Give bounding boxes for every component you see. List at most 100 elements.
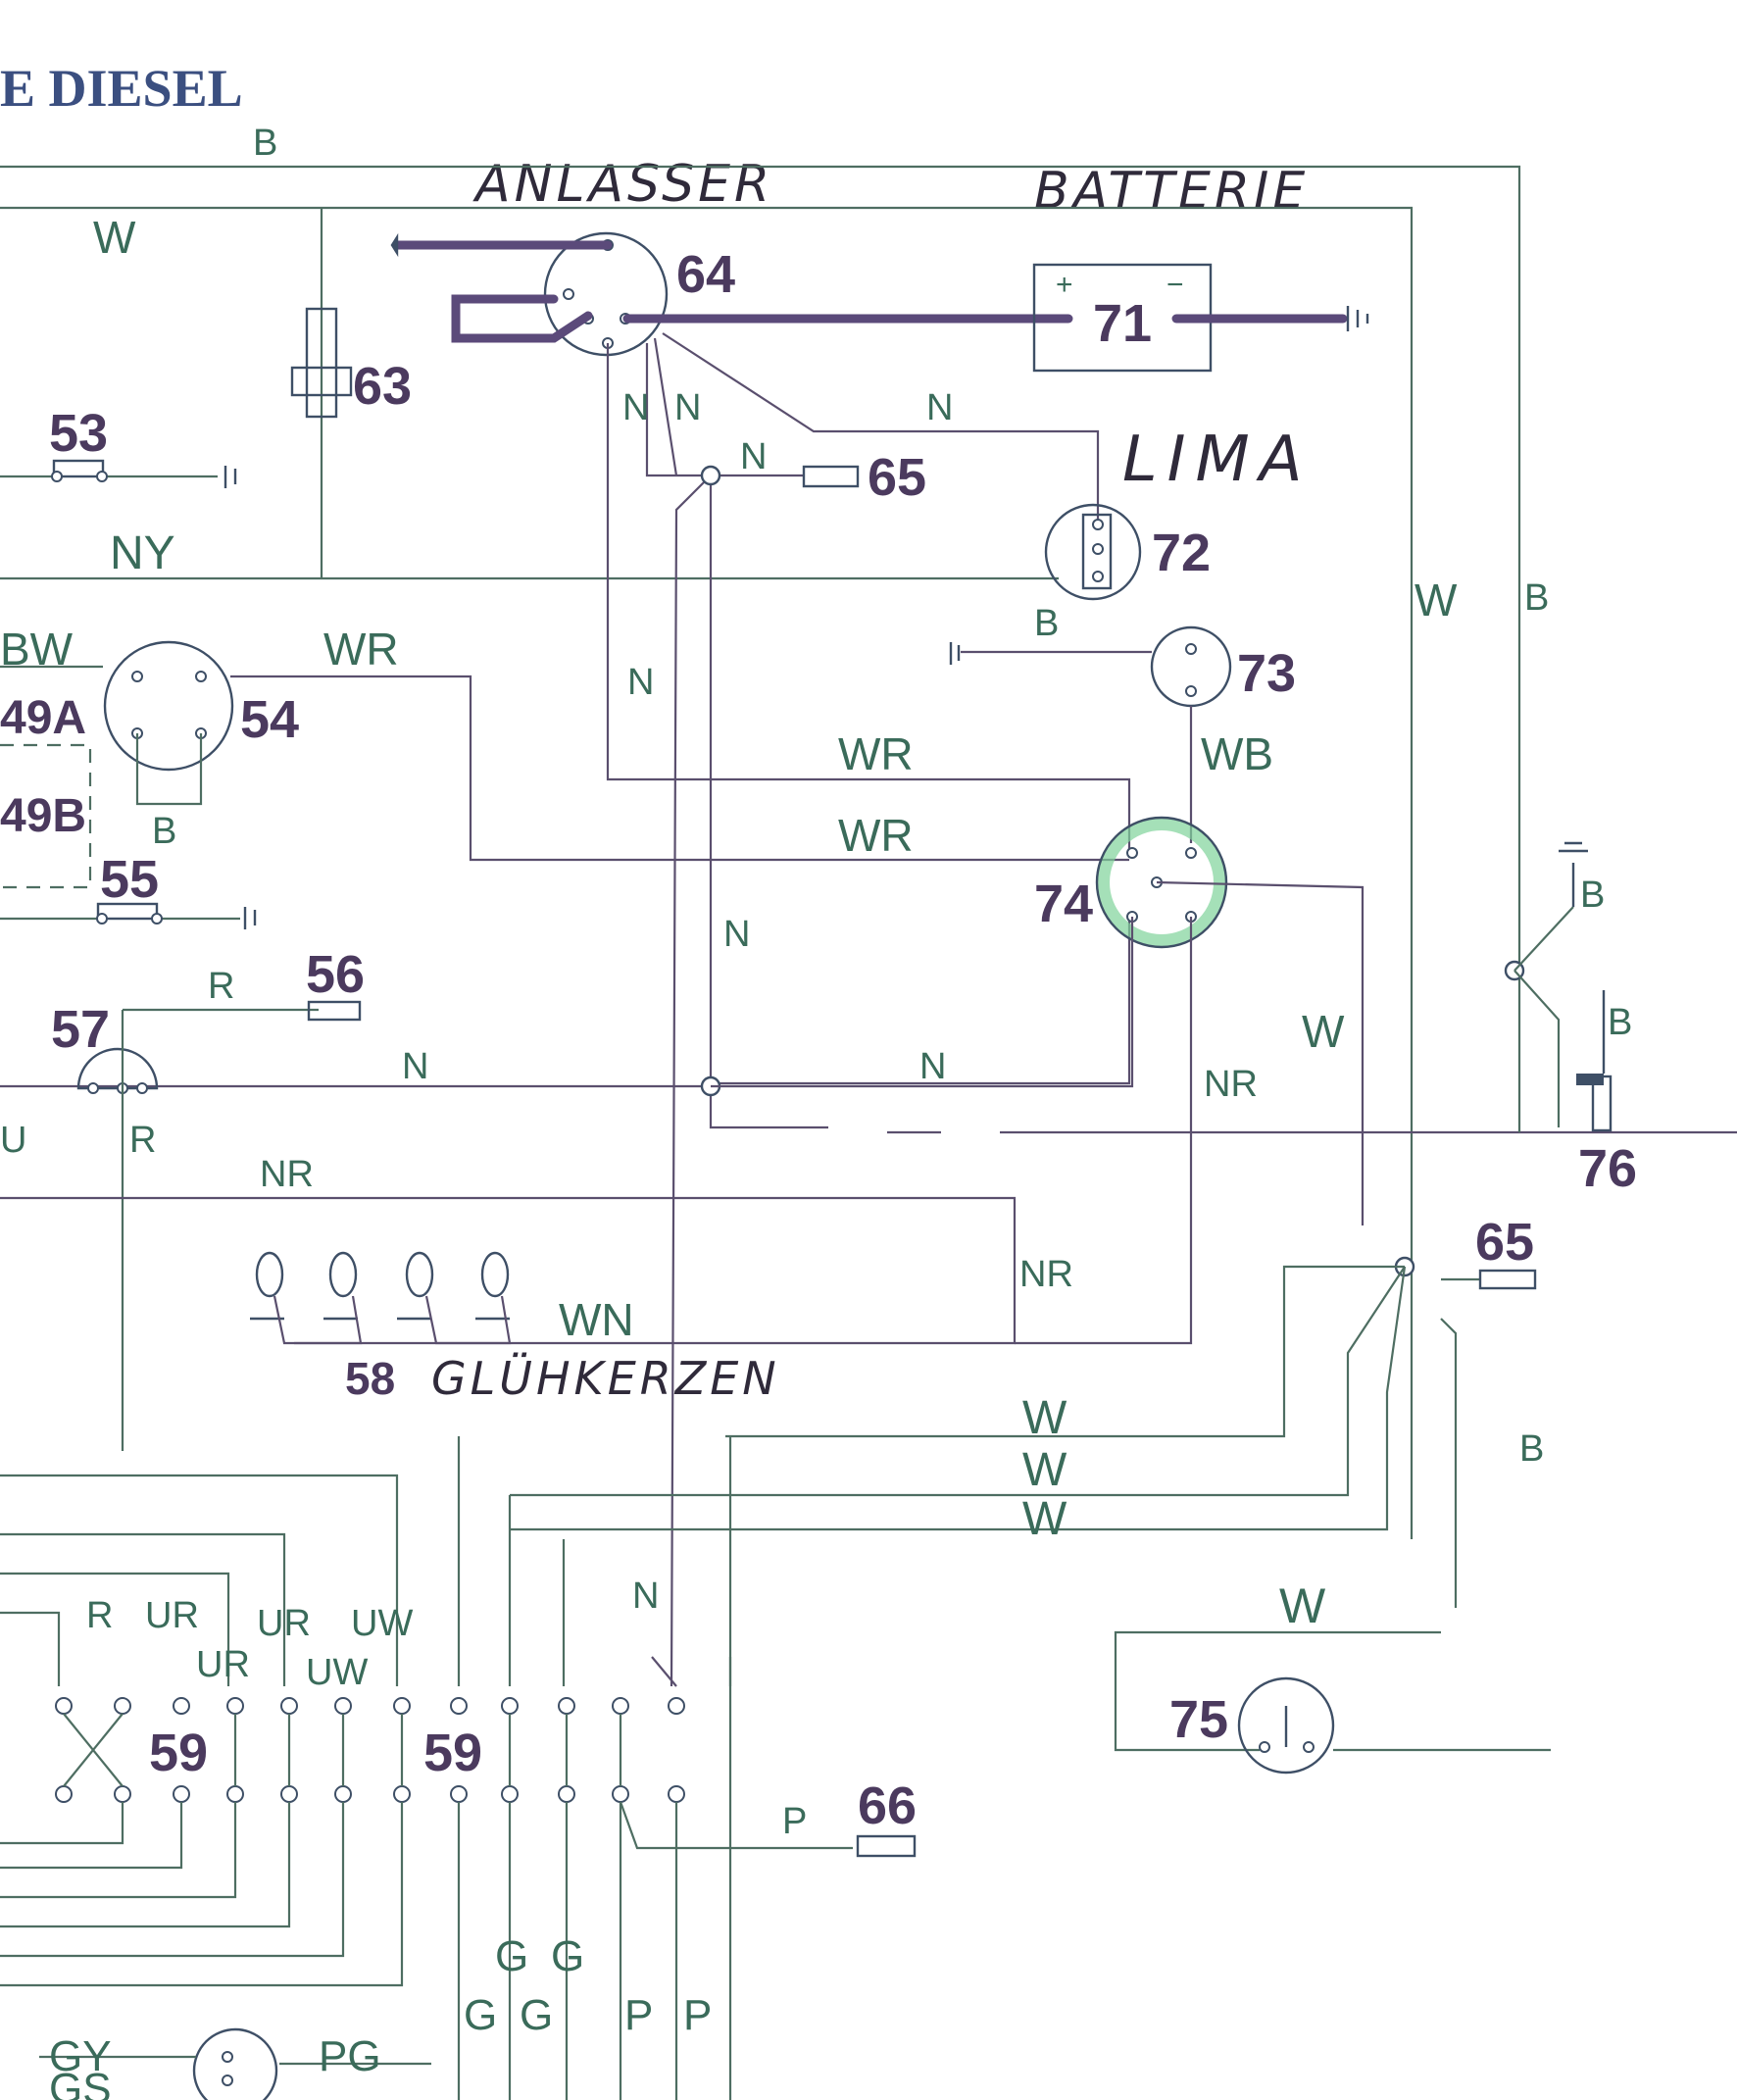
label-75: 75: [1169, 1690, 1228, 1749]
lima-label: LIMA: [1122, 424, 1313, 496]
wire-P2: P: [683, 1991, 712, 2039]
battery-71: + − 71: [1032, 263, 1369, 373]
component-65-top: 65: [802, 448, 926, 507]
wire-N-low: N: [723, 914, 750, 955]
wire-NR-74: NR: [1204, 1064, 1258, 1105]
wire-UR-1: UR: [145, 1595, 199, 1636]
wire-NR-right: NR: [1019, 1254, 1073, 1295]
gluehkerzen-label: GLÜHKERZEN: [431, 1352, 780, 1405]
wire-GY: GY: [49, 2032, 112, 2080]
wire-G1: G: [495, 1932, 528, 1980]
wire-B-65: B: [1519, 1428, 1544, 1470]
wire-N-left: N: [402, 1046, 428, 1087]
label-63: 63: [353, 357, 412, 416]
wire-WB: WB: [1201, 728, 1273, 779]
wire-N1: N: [622, 387, 649, 428]
wire-N-59: N: [632, 1575, 659, 1617]
batterie-label: BATTERIE: [1034, 162, 1309, 221]
wire-B-73: B: [1034, 603, 1059, 644]
wire-PG: PG: [319, 2032, 381, 2080]
wire-GS: GS: [49, 2065, 112, 2100]
label-56: 56: [306, 945, 365, 1004]
wire-R-57: R: [129, 1120, 156, 1161]
component-54: 54: [103, 640, 1129, 862]
wire-N2: N: [674, 387, 701, 428]
label-71: 71: [1093, 294, 1152, 353]
wire-BW: BW: [0, 624, 74, 675]
label-49b: 49B: [0, 790, 86, 842]
wire-W-75: W: [1279, 1578, 1326, 1633]
wire-UR-3: UR: [257, 1603, 311, 1644]
label-76: 76: [1578, 1139, 1637, 1198]
diagram-title: E DIESEL: [0, 59, 243, 118]
alternator-72: 72: [1044, 503, 1211, 601]
battery-plus: +: [1056, 269, 1073, 301]
wire-R-b: R: [86, 1595, 113, 1636]
label-59-right: 59: [423, 1724, 482, 1782]
wire-UR-2: UR: [196, 1644, 250, 1685]
component-76: 76: [1504, 841, 1637, 1198]
bus-lines: [0, 165, 1521, 1539]
switch-74: 74: [711, 816, 1365, 1345]
wire-G2: G: [551, 1932, 584, 1980]
battery-minus: −: [1166, 269, 1184, 301]
label-57: 57: [51, 1000, 110, 1059]
sensor-73: 73: [949, 625, 1296, 843]
component-49: 49A 49B: [0, 692, 92, 889]
wire-WR-54: WR: [323, 624, 399, 675]
starter-64: 64: [390, 231, 1073, 357]
wire-B-54: B: [152, 811, 176, 852]
wire-N-right: N: [919, 1046, 946, 1087]
label-74: 74: [1034, 875, 1093, 933]
label-53: 53: [49, 404, 108, 463]
wire-WR-2: WR: [838, 810, 914, 861]
wire-W-right: W: [1414, 575, 1458, 625]
wire-NR-mid: NR: [260, 1154, 314, 1195]
wire-UW-2: UW: [306, 1652, 368, 1693]
wire-B-right: B: [1524, 577, 1549, 619]
label-49a: 49A: [0, 692, 86, 744]
component-65-bottom: 65: [510, 1213, 1537, 1608]
wire-labels: B W NY BW WR B N N N N N N B WR WR WB W …: [0, 123, 1632, 2100]
wire-W-74: W: [1302, 1006, 1345, 1057]
label-54: 54: [240, 690, 299, 749]
anlasser-label: ANLASSER: [472, 155, 773, 214]
wire-P-66: P: [782, 1801, 807, 1842]
wire-W-c: W: [1022, 1493, 1067, 1545]
label-64: 64: [676, 245, 735, 304]
switch-53: 53: [49, 404, 237, 488]
label-65-bottom: 65: [1475, 1213, 1534, 1272]
label-59-left: 59: [149, 1724, 208, 1782]
label-72: 72: [1152, 524, 1211, 582]
component-56: 56: [123, 945, 365, 1022]
component-63: 63: [290, 307, 412, 419]
junction-1: [700, 465, 721, 486]
wire-N-lima: N: [926, 387, 953, 428]
component-75: 75: [1114, 1630, 1551, 1775]
wire-R-56: R: [208, 966, 234, 1007]
wire-NY: NY: [110, 527, 175, 579]
wire-G4: G: [520, 1991, 553, 2039]
label-55: 55: [100, 850, 159, 909]
wire-G3: G: [464, 1991, 497, 2039]
component-57: 57: [51, 1000, 159, 1451]
wire-N-mid: N: [627, 662, 654, 703]
wire-WR-1: WR: [838, 728, 914, 779]
connector-block: 59 59 66: [0, 1436, 917, 2100]
wire-W-left: W: [93, 212, 136, 263]
label-65-top: 65: [868, 448, 926, 507]
wire-B-top: B: [253, 123, 277, 164]
wire-WN: WN: [559, 1294, 634, 1345]
switch-55: 55: [96, 850, 257, 929]
wire-P1: P: [624, 1991, 653, 2039]
glow-plugs-58: 58: [250, 1251, 512, 1404]
wire-B-76a: B: [1580, 875, 1605, 916]
label-66: 66: [858, 1776, 917, 1835]
wire-B-76b: B: [1608, 1002, 1632, 1043]
wire-U: U: [0, 1120, 26, 1161]
wire-UW-1: UW: [351, 1603, 413, 1644]
wire-W-a: W: [1022, 1392, 1067, 1444]
wire-W-b: W: [1022, 1444, 1067, 1496]
label-58: 58: [345, 1353, 395, 1404]
